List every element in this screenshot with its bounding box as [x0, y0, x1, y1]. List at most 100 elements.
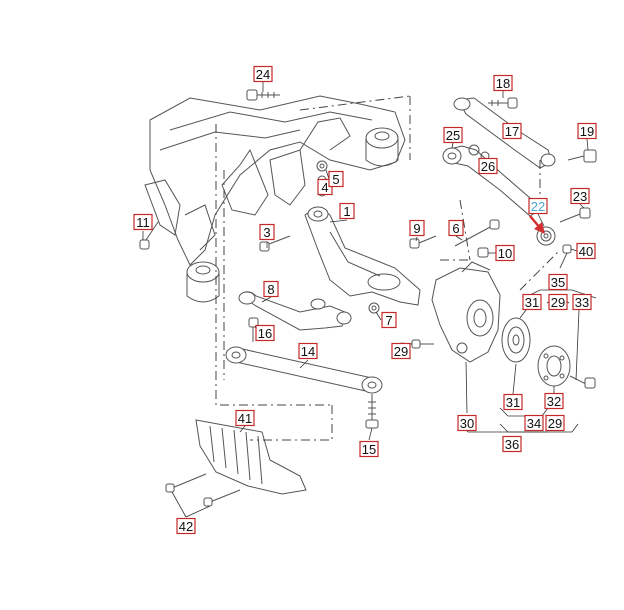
callout-label: 14	[301, 344, 315, 359]
callout-17: 17	[502, 122, 522, 140]
callout-label: 11	[136, 215, 150, 230]
callout-box	[572, 293, 592, 311]
callout-box	[576, 242, 596, 260]
callout-41: 41	[235, 409, 255, 427]
callout-label: 10	[498, 246, 512, 261]
callout-box	[235, 409, 255, 427]
callout-label: 30	[460, 416, 474, 431]
callout-box	[495, 244, 515, 262]
subframe-mount-bushing-lower	[186, 261, 220, 303]
bolt-19-drawing	[567, 149, 597, 163]
callout-5: 5	[328, 170, 344, 188]
callout-box	[339, 202, 355, 220]
callout-35: 35	[548, 273, 568, 291]
bolt-7-drawing	[368, 302, 380, 314]
callout-label: 36	[505, 437, 519, 452]
callout-label: 22	[531, 199, 545, 214]
callout-label: 15	[362, 442, 376, 457]
callout-label: 6	[452, 221, 459, 236]
bolt-40-drawing	[559, 244, 572, 269]
callout-label: 25	[446, 128, 460, 143]
callout-box	[255, 324, 275, 342]
callout-label: 8	[267, 282, 274, 297]
callout-box	[544, 392, 564, 410]
bolt-23-drawing	[559, 207, 591, 223]
callout-label: 31	[506, 395, 520, 410]
callout-label: 19	[580, 124, 594, 139]
bolt-18-drawing	[488, 97, 518, 109]
bolt-9-drawing	[409, 235, 437, 249]
callout-layer: 1345678910111415161718192223242526292929…	[133, 65, 597, 535]
callout-box	[548, 273, 568, 291]
callout-box	[448, 219, 464, 237]
subframe-mount-bushing-upper	[365, 127, 399, 167]
hub-bolt-33-drawing	[569, 375, 596, 389]
callout-36: 36	[502, 435, 522, 453]
callout-box	[259, 223, 275, 241]
callout-15: 15	[359, 440, 379, 458]
callout-box	[493, 74, 513, 92]
callout-22: 22	[528, 197, 548, 215]
callout-box	[548, 293, 568, 311]
callout-box	[263, 280, 279, 298]
nut-10-drawing	[477, 247, 489, 258]
bolt-29-drawing	[411, 339, 434, 349]
callout-30: 30	[457, 414, 477, 432]
callout-31b: 31	[503, 393, 523, 411]
callout-label: 24	[256, 67, 270, 82]
callout-label: 23	[573, 189, 587, 204]
bolt-16-drawing	[248, 317, 259, 342]
callout-label: 35	[551, 275, 565, 290]
callout-label: 26	[481, 159, 495, 174]
lower-control-arm-drawing	[304, 206, 421, 306]
callout-box	[478, 157, 498, 175]
callout-label: 17	[505, 124, 519, 139]
callout-29c: 29	[545, 414, 565, 432]
bolt-6-drawing	[454, 219, 500, 247]
control-link-8-drawing	[238, 291, 352, 331]
callout-14: 14	[298, 342, 318, 360]
callout-40: 40	[576, 242, 596, 260]
callout-11: 11	[133, 213, 153, 231]
callout-box	[133, 213, 153, 231]
callout-label: 41	[238, 411, 252, 426]
callout-box	[409, 219, 425, 237]
callout-box	[577, 122, 597, 140]
callout-box	[328, 170, 344, 188]
callout-box	[381, 311, 397, 329]
callout-box	[443, 126, 463, 144]
callout-3: 3	[259, 223, 275, 241]
subframe-drawing	[144, 95, 406, 266]
callout-label: 31	[525, 295, 539, 310]
callout-box	[524, 414, 544, 432]
callout-label: 5	[332, 172, 339, 187]
callout-31a: 31	[522, 293, 542, 311]
callout-42: 42	[176, 517, 196, 535]
callout-7: 7	[381, 311, 397, 329]
callout-box	[502, 435, 522, 453]
callout-label: 18	[496, 76, 510, 91]
callout-label: 33	[575, 295, 589, 310]
shield-bolts-42-drawing	[165, 473, 241, 507]
callout-box	[176, 517, 196, 535]
callout-8: 8	[263, 280, 279, 298]
callout-label: 42	[179, 519, 193, 534]
callout-box	[503, 393, 523, 411]
callout-34: 34	[524, 414, 544, 432]
callout-box	[391, 342, 411, 360]
callout-label: 29	[551, 295, 565, 310]
callout-25: 25	[443, 126, 463, 144]
bolt-24-drawing	[246, 89, 280, 101]
callout-16: 16	[255, 324, 275, 342]
highlight-arrow	[529, 215, 545, 234]
callout-10: 10	[495, 244, 515, 262]
bolt-11-drawing	[139, 221, 159, 250]
callout-label: 1	[343, 204, 350, 219]
underbody-shield-drawing	[195, 419, 307, 495]
callout-box	[570, 187, 590, 205]
callout-19: 19	[577, 122, 597, 140]
callout-29a: 29	[391, 342, 411, 360]
callout-label: 29	[548, 416, 562, 431]
callout-label: 40	[579, 244, 593, 259]
